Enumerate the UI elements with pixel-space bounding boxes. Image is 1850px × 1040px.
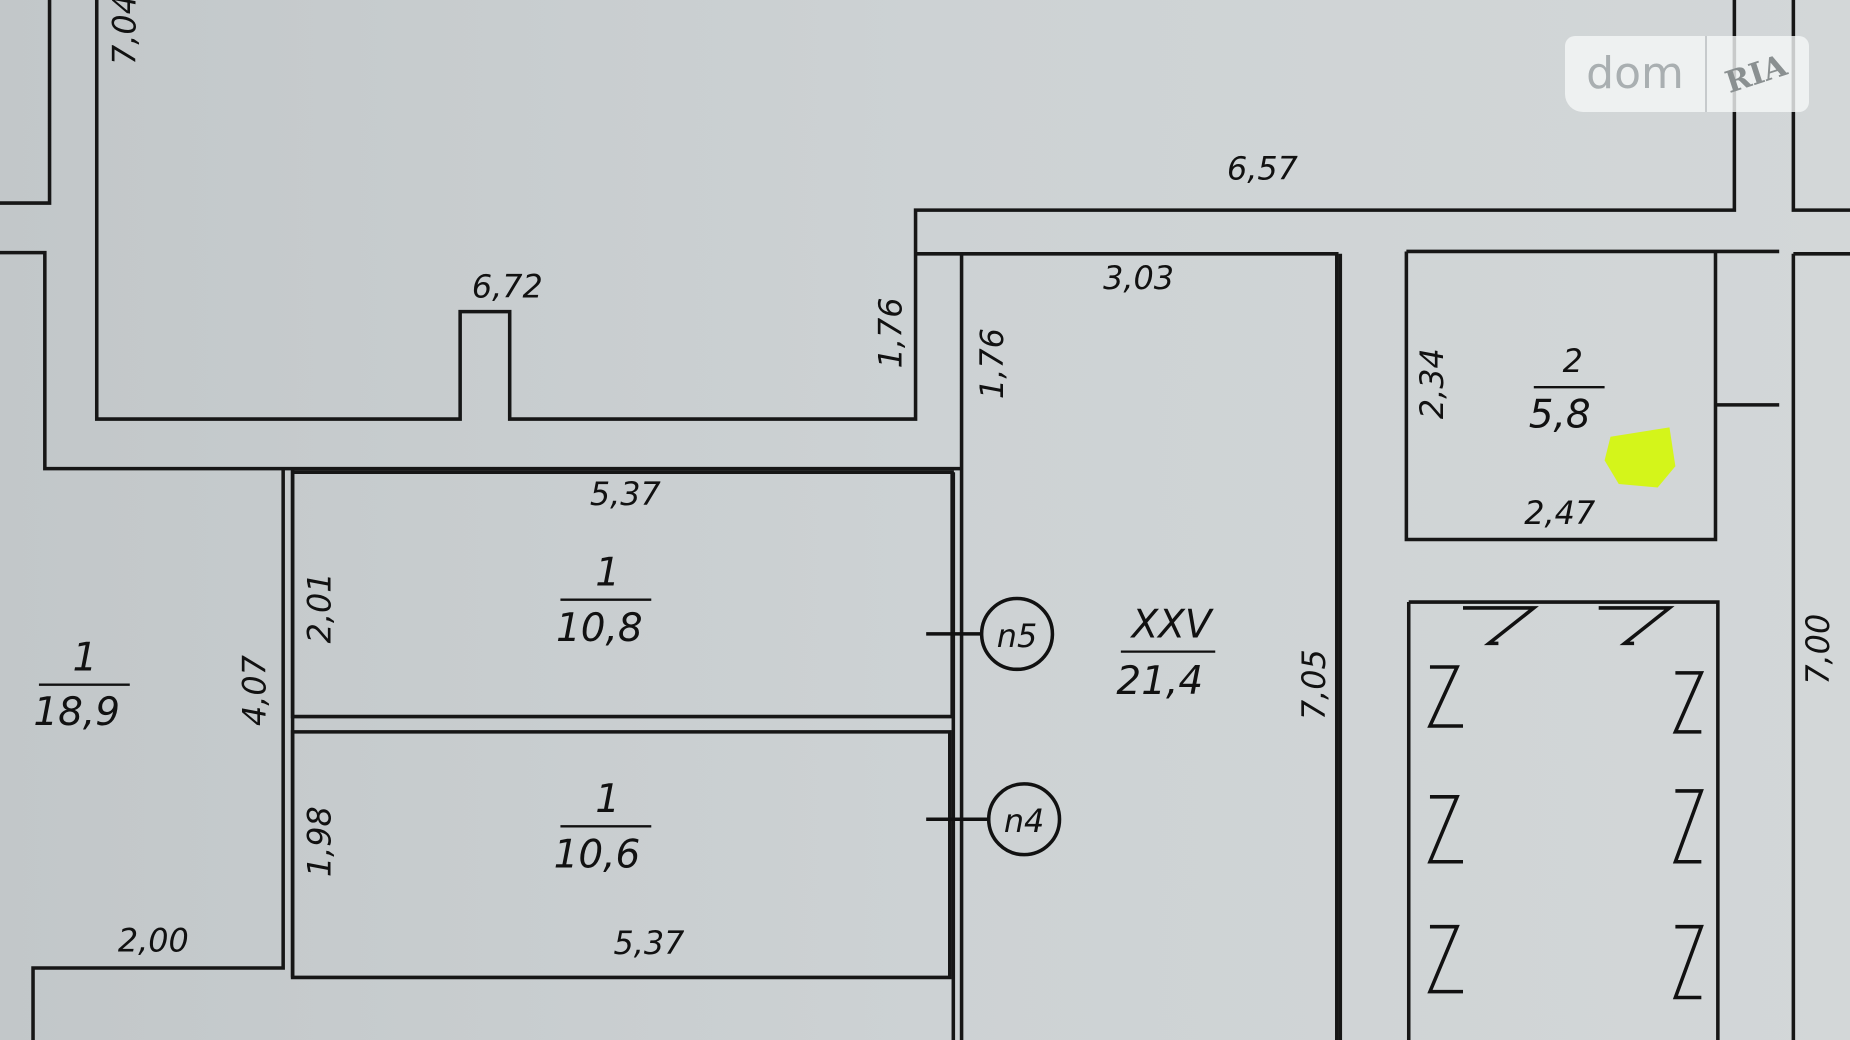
room-area: 18,9 bbox=[33, 690, 120, 735]
dimension-label: 7,04 bbox=[106, 0, 144, 65]
room-label-1-10-6: 1 10,6 bbox=[554, 777, 652, 878]
dimension-label: 1,76 bbox=[973, 328, 1011, 399]
room-number: 2 bbox=[1563, 342, 1583, 380]
dimension-label: 7,00 bbox=[1799, 614, 1837, 685]
room-area: 5,8 bbox=[1529, 392, 1591, 437]
room-number: 1 bbox=[595, 777, 620, 822]
room-label-2-5-8: 2 5,8 bbox=[1529, 342, 1605, 437]
dimension-label: 1,76 bbox=[871, 297, 909, 368]
dimension-labels: 7,04 6,57 6,72 3,03 1,76 1,76 2,34 2,47 … bbox=[106, 0, 1837, 962]
room-label-1-10-8: 1 10,8 bbox=[556, 551, 652, 651]
room-number: 1 bbox=[595, 551, 620, 596]
marker-n4: n4 bbox=[926, 782, 1062, 857]
dimension-label: 2,34 bbox=[1413, 348, 1451, 419]
room-area: 10,8 bbox=[556, 606, 643, 651]
room-label-1-18-9: 1 18,9 bbox=[33, 636, 130, 735]
dimension-label: 2,00 bbox=[118, 921, 189, 959]
marker-label: n4 bbox=[1004, 802, 1044, 840]
room-number: 1 bbox=[73, 636, 98, 681]
room-number: XXV bbox=[1130, 602, 1214, 647]
watermark-ria-logo: RIA bbox=[1721, 47, 1792, 101]
dimension-label: 2,01 bbox=[300, 572, 338, 643]
dimension-label: 2,47 bbox=[1524, 494, 1595, 532]
dimension-label: 6,57 bbox=[1227, 149, 1298, 187]
dimension-label: 5,37 bbox=[590, 475, 661, 513]
highlight-mark bbox=[1604, 427, 1676, 488]
dimension-label: 6,72 bbox=[472, 267, 543, 305]
dimension-label: 3,03 bbox=[1103, 259, 1174, 297]
dimension-label: 7,05 bbox=[1295, 649, 1333, 720]
room-area: 21,4 bbox=[1116, 659, 1203, 704]
domria-watermark: dom RIA bbox=[1565, 36, 1809, 112]
stair-symbols bbox=[1427, 606, 1705, 1000]
watermark-brand: dom bbox=[1565, 36, 1707, 112]
room-area: 10,6 bbox=[554, 833, 641, 878]
marker-label: n5 bbox=[997, 617, 1037, 655]
room-label-xxv-21-4: XXV 21,4 bbox=[1116, 602, 1216, 704]
marker-n5: n5 bbox=[926, 596, 1055, 672]
dimension-label: 5,37 bbox=[613, 924, 684, 962]
dimension-label: 4,07 bbox=[235, 655, 273, 726]
dimension-label: 1,98 bbox=[300, 806, 338, 877]
